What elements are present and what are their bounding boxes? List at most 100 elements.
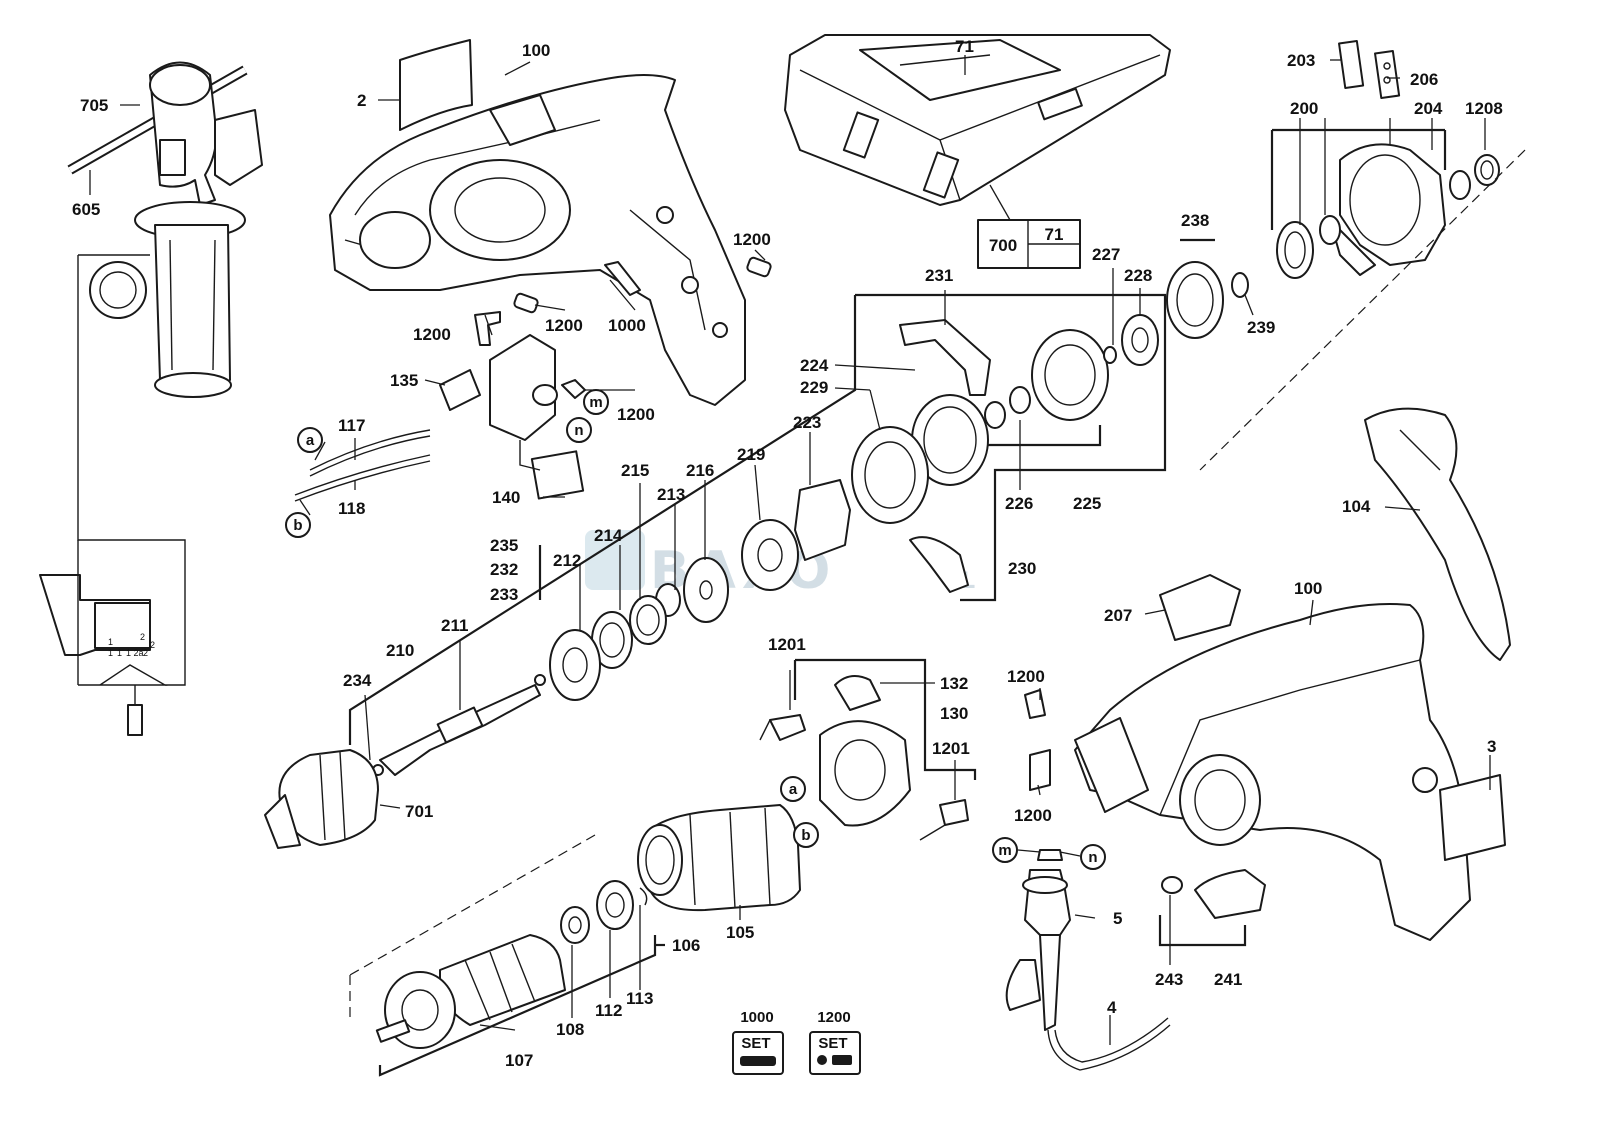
label-106: 106 bbox=[672, 936, 700, 955]
label-213: 213 bbox=[657, 485, 685, 504]
housing-half-100 bbox=[329, 39, 746, 406]
label-1200-e: 1200 bbox=[1007, 667, 1045, 686]
marker-m-1: m bbox=[589, 394, 602, 411]
label-215: 215 bbox=[621, 461, 649, 480]
label-238: 238 bbox=[1181, 211, 1209, 230]
label-1208: 1208 bbox=[1465, 99, 1503, 118]
rear-handle-104 bbox=[1364, 407, 1511, 661]
label-117: 117 bbox=[338, 416, 365, 435]
schematic-t7: 2 bbox=[150, 640, 155, 650]
watermark-text: BAXO bbox=[650, 541, 836, 601]
label-132: 132 bbox=[940, 674, 968, 693]
label-234: 234 bbox=[343, 671, 372, 690]
screw-icon bbox=[740, 1056, 776, 1066]
set-box-1200-number: 1200 bbox=[817, 1009, 850, 1026]
gearbox-parts bbox=[741, 314, 1159, 593]
label-231: 231 bbox=[925, 266, 953, 285]
side-handle-705 bbox=[67, 61, 263, 398]
label-100-right: 100 bbox=[1294, 579, 1322, 598]
set-box-1200-badge: SET bbox=[818, 1035, 847, 1052]
label-214: 214 bbox=[594, 526, 623, 545]
part-number-labels: 100 2 705 605 71 203 206 200 204 1208 12… bbox=[72, 37, 1503, 1070]
label-219: 219 bbox=[737, 445, 765, 464]
marker-m-2: m bbox=[998, 842, 1011, 859]
label-239: 239 bbox=[1247, 318, 1275, 337]
label-210: 210 bbox=[386, 641, 414, 660]
label-705: 705 bbox=[80, 96, 108, 115]
schematic-t6: 2 bbox=[143, 648, 148, 658]
marker-n-1: n bbox=[574, 422, 583, 439]
spindle-group bbox=[264, 557, 729, 849]
label-230: 230 bbox=[1008, 559, 1036, 578]
schematic-t2: 2 bbox=[140, 632, 145, 642]
marker-a-1: a bbox=[306, 432, 315, 449]
label-225: 225 bbox=[1073, 494, 1101, 513]
label-229: 229 bbox=[800, 378, 828, 397]
label-1200-b: 1200 bbox=[413, 325, 451, 344]
set-box-1200: 1200 SET bbox=[809, 1009, 861, 1075]
label-118: 118 bbox=[338, 499, 365, 518]
label-71-case: 71 bbox=[955, 37, 974, 56]
label-140: 140 bbox=[492, 488, 520, 507]
carrying-case-71 bbox=[784, 34, 1171, 221]
label-108: 108 bbox=[556, 1020, 584, 1039]
stator-105 bbox=[637, 804, 801, 912]
marker-b-1: b bbox=[293, 517, 302, 534]
label-1200-c: 1200 bbox=[545, 316, 583, 335]
label-226: 226 bbox=[1005, 494, 1033, 513]
label-227: 227 bbox=[1092, 245, 1120, 264]
schematic-t1: 1 bbox=[108, 637, 113, 647]
kit-box-700-71: 700 71 bbox=[977, 219, 1081, 269]
set-box-1000-number: 1000 bbox=[740, 1009, 773, 1026]
label-200: 200 bbox=[1290, 99, 1318, 118]
kit-box-right: 71 bbox=[1045, 225, 1064, 244]
marker-b-2: b bbox=[801, 827, 810, 844]
armature-107 bbox=[375, 880, 648, 1049]
label-1000: 1000 bbox=[608, 316, 646, 335]
label-223: 223 bbox=[793, 413, 821, 432]
set-box-1000-badge: SET bbox=[741, 1035, 770, 1052]
label-1200-f: 1200 bbox=[1014, 806, 1052, 825]
wiring-schematic: 1 2 1 1 1 2a 2 2 bbox=[39, 254, 186, 736]
label-100-top: 100 bbox=[522, 41, 550, 60]
label-228: 228 bbox=[1124, 266, 1152, 285]
switch-135 bbox=[294, 334, 585, 502]
label-104: 104 bbox=[1342, 497, 1371, 516]
label-241: 241 bbox=[1214, 970, 1242, 989]
label-130: 130 bbox=[940, 704, 968, 723]
label-207: 207 bbox=[1104, 606, 1132, 625]
label-4: 4 bbox=[1107, 998, 1117, 1017]
leader-lines bbox=[89, 55, 1491, 1045]
bearing-cover-238 bbox=[1166, 261, 1249, 339]
label-5: 5 bbox=[1113, 909, 1122, 928]
label-204: 204 bbox=[1414, 99, 1443, 118]
label-105: 105 bbox=[726, 923, 754, 942]
parts-icon bbox=[817, 1055, 827, 1065]
label-1201-a: 1201 bbox=[768, 635, 806, 654]
housing-half-100b bbox=[1024, 574, 1506, 941]
label-2: 2 bbox=[357, 91, 366, 110]
label-113: 113 bbox=[626, 989, 653, 1008]
label-1201-b: 1201 bbox=[932, 739, 970, 758]
label-107: 107 bbox=[505, 1051, 533, 1070]
label-1200-d: 1200 bbox=[617, 405, 655, 424]
label-1200-a: 1200 bbox=[733, 230, 771, 249]
label-243: 243 bbox=[1155, 970, 1183, 989]
set-box-1000: 1000 SET bbox=[732, 1009, 784, 1075]
label-206: 206 bbox=[1410, 70, 1438, 89]
label-135: 135 bbox=[390, 371, 418, 390]
schematic-t4: 1 bbox=[117, 648, 122, 658]
label-112: 112 bbox=[595, 1001, 622, 1020]
kit-box-left: 700 bbox=[989, 236, 1017, 255]
label-232: 232 bbox=[490, 560, 518, 579]
label-605: 605 bbox=[72, 200, 100, 219]
small-pins bbox=[474, 256, 772, 399]
gear-assembly-200 bbox=[1276, 39, 1500, 279]
schematic-t5: 1 2a bbox=[126, 648, 144, 658]
label-3: 3 bbox=[1487, 737, 1496, 756]
label-224: 224 bbox=[800, 356, 829, 375]
label-211: 211 bbox=[441, 616, 468, 635]
brush-holder-130 bbox=[759, 675, 969, 841]
marker-n-2: n bbox=[1088, 849, 1097, 866]
connection-markers: a b m n a b m n bbox=[285, 389, 1106, 870]
